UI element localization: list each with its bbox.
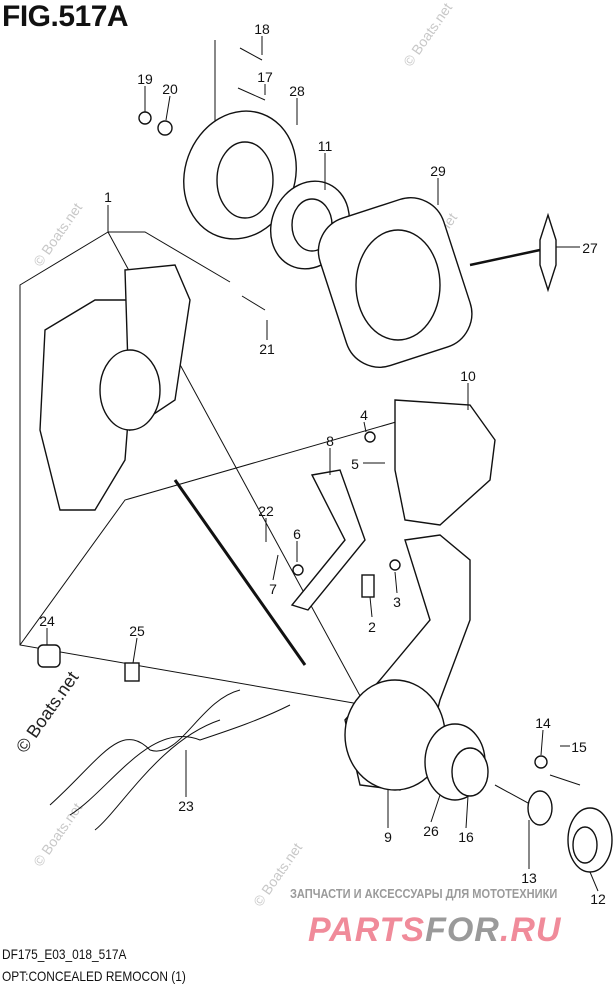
- part-label-17[interactable]: 17: [257, 69, 273, 85]
- part-10-cover: [394, 399, 496, 526]
- shop-logo-part: .RU: [499, 911, 562, 949]
- diagram-code: DF175_E03_018_517A: [2, 946, 127, 962]
- leader-lines: [46, 36, 599, 892]
- part-label-22[interactable]: 22: [258, 503, 274, 519]
- part-label-15[interactable]: 15: [571, 739, 587, 755]
- part-13-shaft: [494, 784, 553, 826]
- part-label-5[interactable]: 5: [351, 456, 359, 472]
- part-label-7[interactable]: 7: [269, 581, 277, 597]
- part-label-18[interactable]: 18: [254, 21, 270, 37]
- part-label-10[interactable]: 10: [460, 368, 476, 384]
- part-label-14[interactable]: 14: [535, 715, 551, 731]
- part-label-27[interactable]: 27: [582, 240, 598, 256]
- shop-logo: PARTSFOR.RU: [308, 912, 561, 948]
- shop-tagline: ЗАПЧАСТИ И АКСЕССУАРЫ ДЛЯ МОТОТЕХНИКИ: [290, 886, 558, 901]
- part-8-lever: [290, 469, 366, 611]
- part-labels: 1 2 3 4 5 6 7 8 9 10 11 12 13 14 15 16 1…: [39, 21, 606, 907]
- shop-logo-part: FOR: [425, 911, 500, 949]
- figure-title: FIG.517A: [2, 0, 129, 33]
- part-29-gasket: [317, 197, 473, 368]
- part-label-3[interactable]: 3: [393, 594, 401, 610]
- part-28-plate: [183, 110, 297, 240]
- part-label-4[interactable]: 4: [360, 407, 368, 423]
- part-12-knob: [567, 807, 613, 873]
- part-24-bracket: [37, 644, 61, 668]
- part-label-12[interactable]: 12: [590, 891, 606, 907]
- shop-logo-part: PARTS: [308, 911, 426, 949]
- part-label-11[interactable]: 11: [318, 138, 333, 154]
- part-label-2[interactable]: 2: [368, 619, 376, 635]
- part-label-13[interactable]: 13: [521, 870, 537, 886]
- part-label-26[interactable]: 26: [423, 823, 439, 839]
- part-label-6[interactable]: 6: [293, 526, 301, 542]
- part-1-remote-control-housing: [39, 264, 191, 511]
- part-label-24[interactable]: 24: [39, 613, 55, 629]
- part-label-29[interactable]: 29: [430, 163, 446, 179]
- part-label-28[interactable]: 28: [289, 83, 305, 99]
- part-label-9[interactable]: 9: [384, 829, 392, 845]
- part-label-23[interactable]: 23: [178, 798, 194, 814]
- part-label-21[interactable]: 21: [259, 341, 275, 357]
- part-label-1[interactable]: 1: [104, 189, 112, 205]
- part-25-clip: [124, 662, 140, 682]
- part-9-control-arm: [344, 534, 471, 791]
- part-label-19[interactable]: 19: [137, 71, 153, 87]
- small-fasteners: [138, 47, 581, 786]
- part-label-25[interactable]: 25: [129, 623, 145, 639]
- part-27-clip: [539, 212, 557, 293]
- part-23-harness: [49, 689, 291, 831]
- diagram-description: OPT:CONCEALED REMOCON (1): [2, 968, 186, 984]
- part-label-8[interactable]: 8: [326, 433, 334, 449]
- part-16-disc: [451, 747, 489, 797]
- part-label-16[interactable]: 16: [458, 829, 474, 845]
- part-label-20[interactable]: 20: [162, 81, 178, 97]
